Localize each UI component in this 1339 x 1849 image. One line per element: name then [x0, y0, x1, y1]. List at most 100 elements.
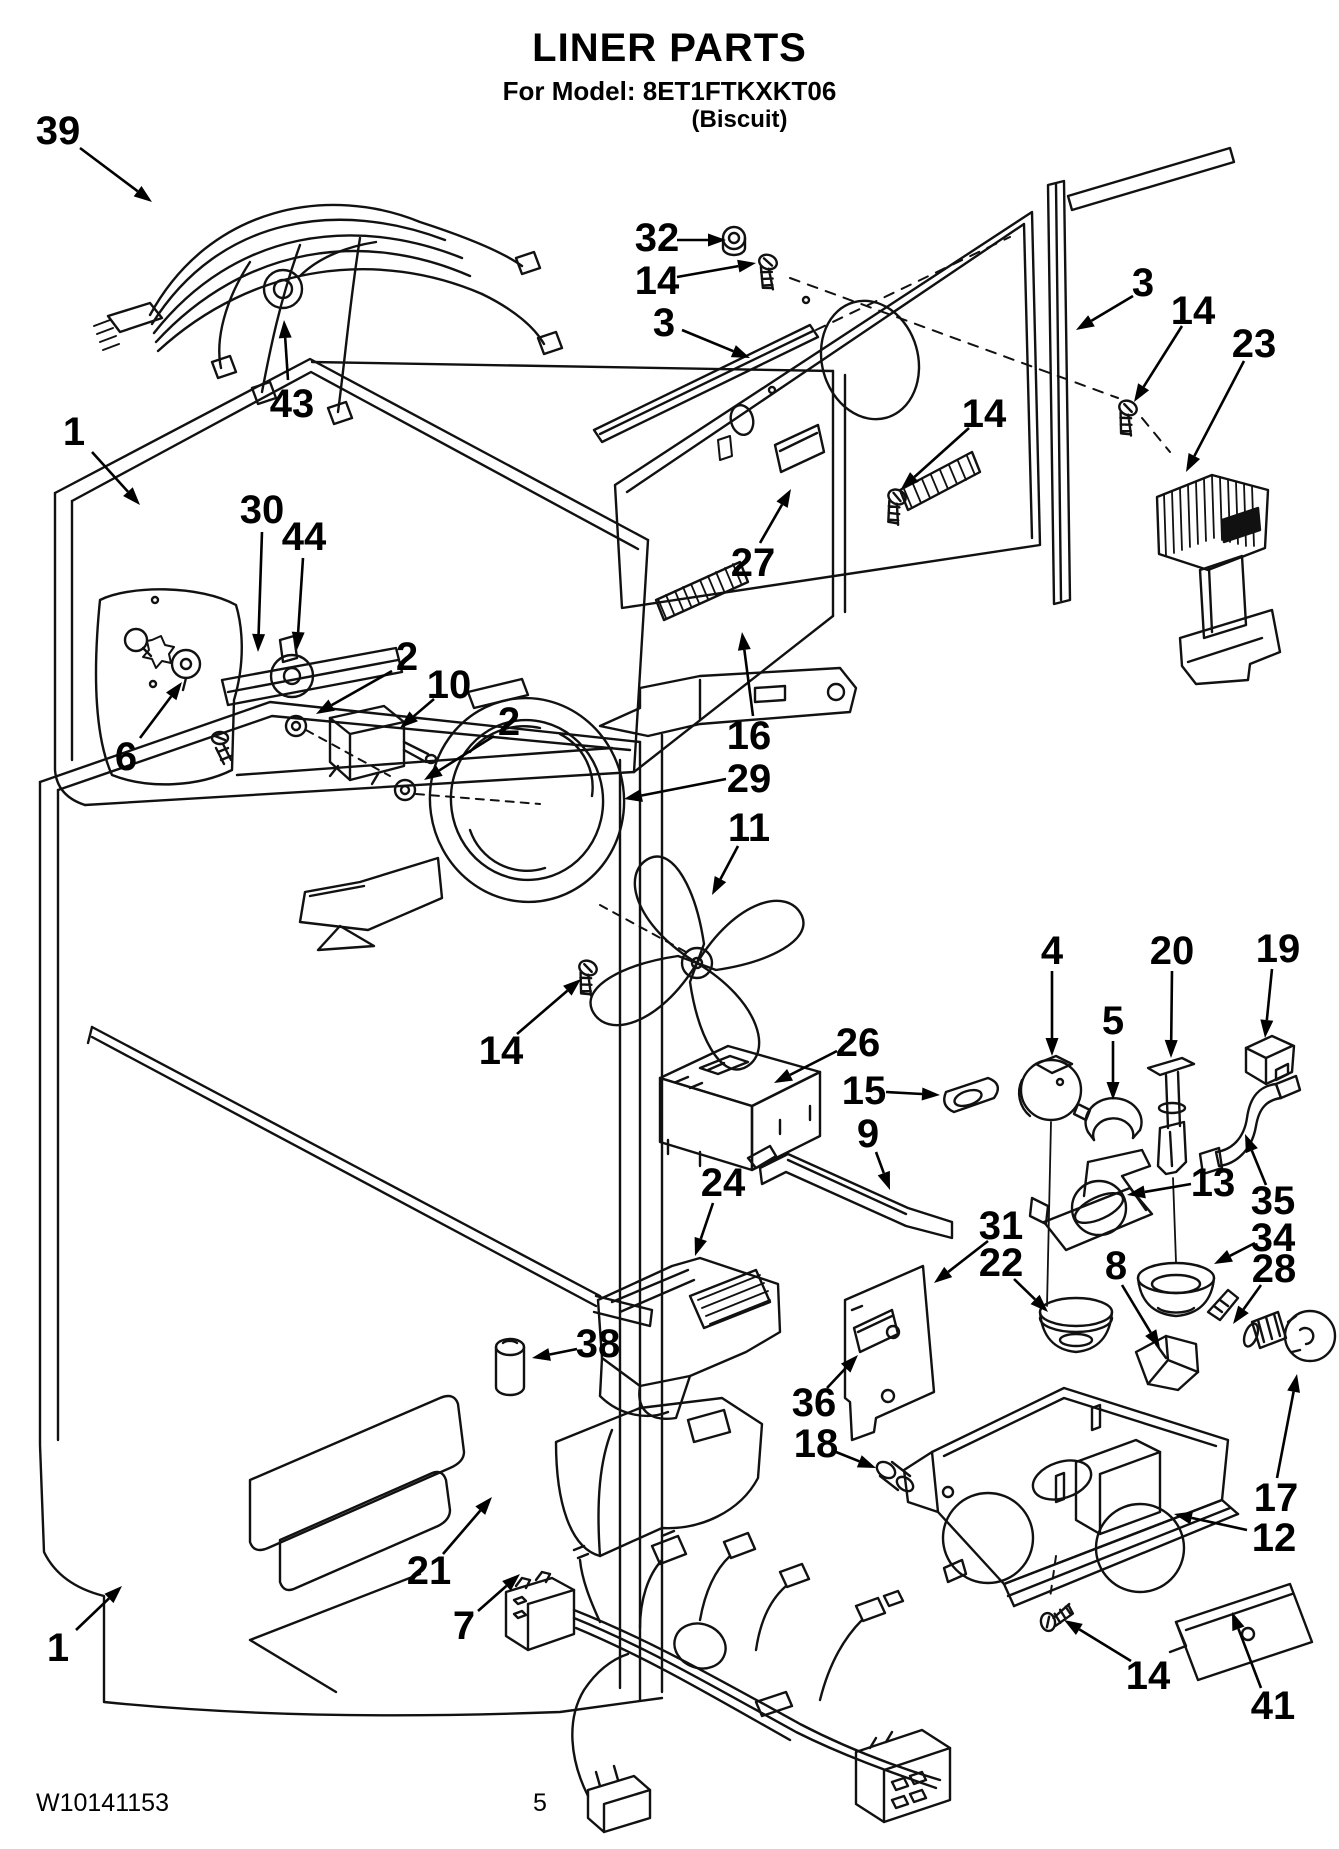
callout-20: 20	[1150, 929, 1195, 1058]
shield-plate-41	[1168, 1582, 1314, 1682]
svg-text:29: 29	[727, 757, 772, 801]
callout-17: 17	[1254, 1374, 1300, 1520]
svg-text:14: 14	[1171, 289, 1216, 333]
light-bulb-17	[1283, 1309, 1337, 1363]
callout-44: 44	[282, 515, 327, 650]
support-bracket-9	[746, 1144, 954, 1240]
model-subtitle: For Model: 8ET1FTKXKT06	[502, 76, 837, 106]
svg-text:34: 34	[1251, 1216, 1296, 1260]
svg-text:28: 28	[1252, 1247, 1297, 1291]
callout-22: 22	[979, 1241, 1048, 1312]
svg-text:6: 6	[115, 735, 137, 779]
bracket-13	[1028, 1148, 1154, 1252]
duct-cover-21	[554, 1396, 764, 1558]
callout-14: 14	[479, 979, 581, 1073]
svg-text:8: 8	[1105, 1244, 1127, 1288]
thermostat-bracket	[170, 634, 404, 766]
svg-text:43: 43	[270, 382, 315, 426]
svg-text:12: 12	[1252, 1516, 1297, 1560]
screws-14	[578, 253, 1138, 1633]
air-duct-24	[596, 1256, 782, 1420]
page-number: 5	[533, 1789, 547, 1817]
svg-text:14: 14	[635, 259, 680, 303]
fan-blade-11	[589, 855, 805, 1071]
callout-14: 14	[1064, 1620, 1171, 1698]
callout-30: 30	[240, 488, 285, 652]
lower-liner	[38, 700, 664, 1717]
svg-text:30: 30	[240, 488, 285, 532]
callout-41: 41	[1232, 1612, 1295, 1728]
svg-text:11: 11	[728, 806, 770, 850]
svg-text:17: 17	[1254, 1476, 1299, 1520]
shaft-pin-20	[1146, 1056, 1196, 1263]
svg-text:21: 21	[407, 1549, 452, 1593]
document-number: W10141153	[36, 1789, 169, 1817]
defrost-thermostat-4	[1017, 1054, 1092, 1307]
callout-31: 31	[934, 1204, 1023, 1283]
svg-text:3: 3	[1132, 261, 1154, 305]
callout-13: 13	[1127, 1161, 1235, 1205]
callout-39: 39	[36, 109, 152, 202]
mounting-plate-31	[843, 1264, 936, 1442]
callout-10: 10	[400, 663, 471, 728]
svg-text:41: 41	[1251, 1684, 1296, 1728]
svg-text:15: 15	[842, 1069, 887, 1113]
callout-11: 11	[712, 806, 770, 895]
callout-8: 8	[1105, 1244, 1160, 1348]
callout-35: 35	[1245, 1134, 1295, 1223]
shelf-roller-38	[494, 1337, 526, 1397]
svg-text:19: 19	[1256, 927, 1301, 971]
fan-shroud-29	[298, 666, 858, 953]
callout-2: 2	[316, 635, 418, 714]
svg-text:20: 20	[1150, 929, 1195, 973]
socket-bracket-8	[1134, 1334, 1200, 1392]
callout-15: 15	[842, 1069, 940, 1113]
callout-4: 4	[1041, 929, 1064, 1056]
wire-harness-top	[93, 203, 564, 426]
callout-43: 43	[270, 320, 315, 426]
callout-36: 36	[792, 1355, 858, 1425]
callout-16: 16	[727, 632, 772, 758]
callout-9: 9	[857, 1112, 890, 1190]
svg-text:1: 1	[63, 410, 85, 454]
svg-text:7: 7	[453, 1604, 475, 1648]
callout-1: 1	[63, 410, 140, 505]
svg-text:35: 35	[1251, 1179, 1296, 1223]
svg-text:4: 4	[1041, 929, 1064, 973]
callout-2: 2	[424, 700, 520, 780]
svg-text:13: 13	[1191, 1161, 1236, 1205]
lamp-tray-12	[902, 1386, 1240, 1608]
svg-text:16: 16	[727, 714, 772, 758]
callout-38: 38	[532, 1322, 620, 1366]
callout-14: 14	[1134, 289, 1216, 402]
svg-text:36: 36	[792, 1381, 837, 1425]
wire-harness-bottom	[504, 1529, 952, 1834]
callout-29: 29	[624, 757, 771, 802]
callout-26: 26	[774, 1021, 880, 1083]
callout-14: 14	[901, 392, 1007, 489]
clip-19	[1244, 1034, 1296, 1086]
callout-32: 32	[635, 216, 726, 260]
svg-text:23: 23	[1232, 322, 1277, 366]
callout-7: 7	[453, 1574, 520, 1648]
svg-text:14: 14	[479, 1029, 524, 1073]
fuse-18	[875, 1460, 915, 1493]
svg-text:2: 2	[498, 700, 520, 744]
svg-text:44: 44	[282, 515, 327, 559]
evaporator-panel	[592, 146, 1236, 622]
svg-text:9: 9	[857, 1112, 879, 1156]
callout-34: 34	[1214, 1216, 1296, 1264]
callout-1: 1	[47, 1586, 122, 1670]
svg-text:39: 39	[36, 109, 81, 153]
damper-control	[284, 704, 541, 805]
callout-18: 18	[794, 1422, 876, 1468]
svg-text:1: 1	[47, 1626, 69, 1670]
svg-text:32: 32	[635, 216, 680, 260]
cover-plate-15	[943, 1076, 1000, 1114]
svg-text:31: 31	[979, 1204, 1024, 1248]
clip-ring-5	[1084, 1096, 1143, 1142]
svg-text:22: 22	[979, 1241, 1024, 1285]
svg-text:38: 38	[576, 1322, 621, 1366]
callout-5: 5	[1102, 999, 1124, 1100]
